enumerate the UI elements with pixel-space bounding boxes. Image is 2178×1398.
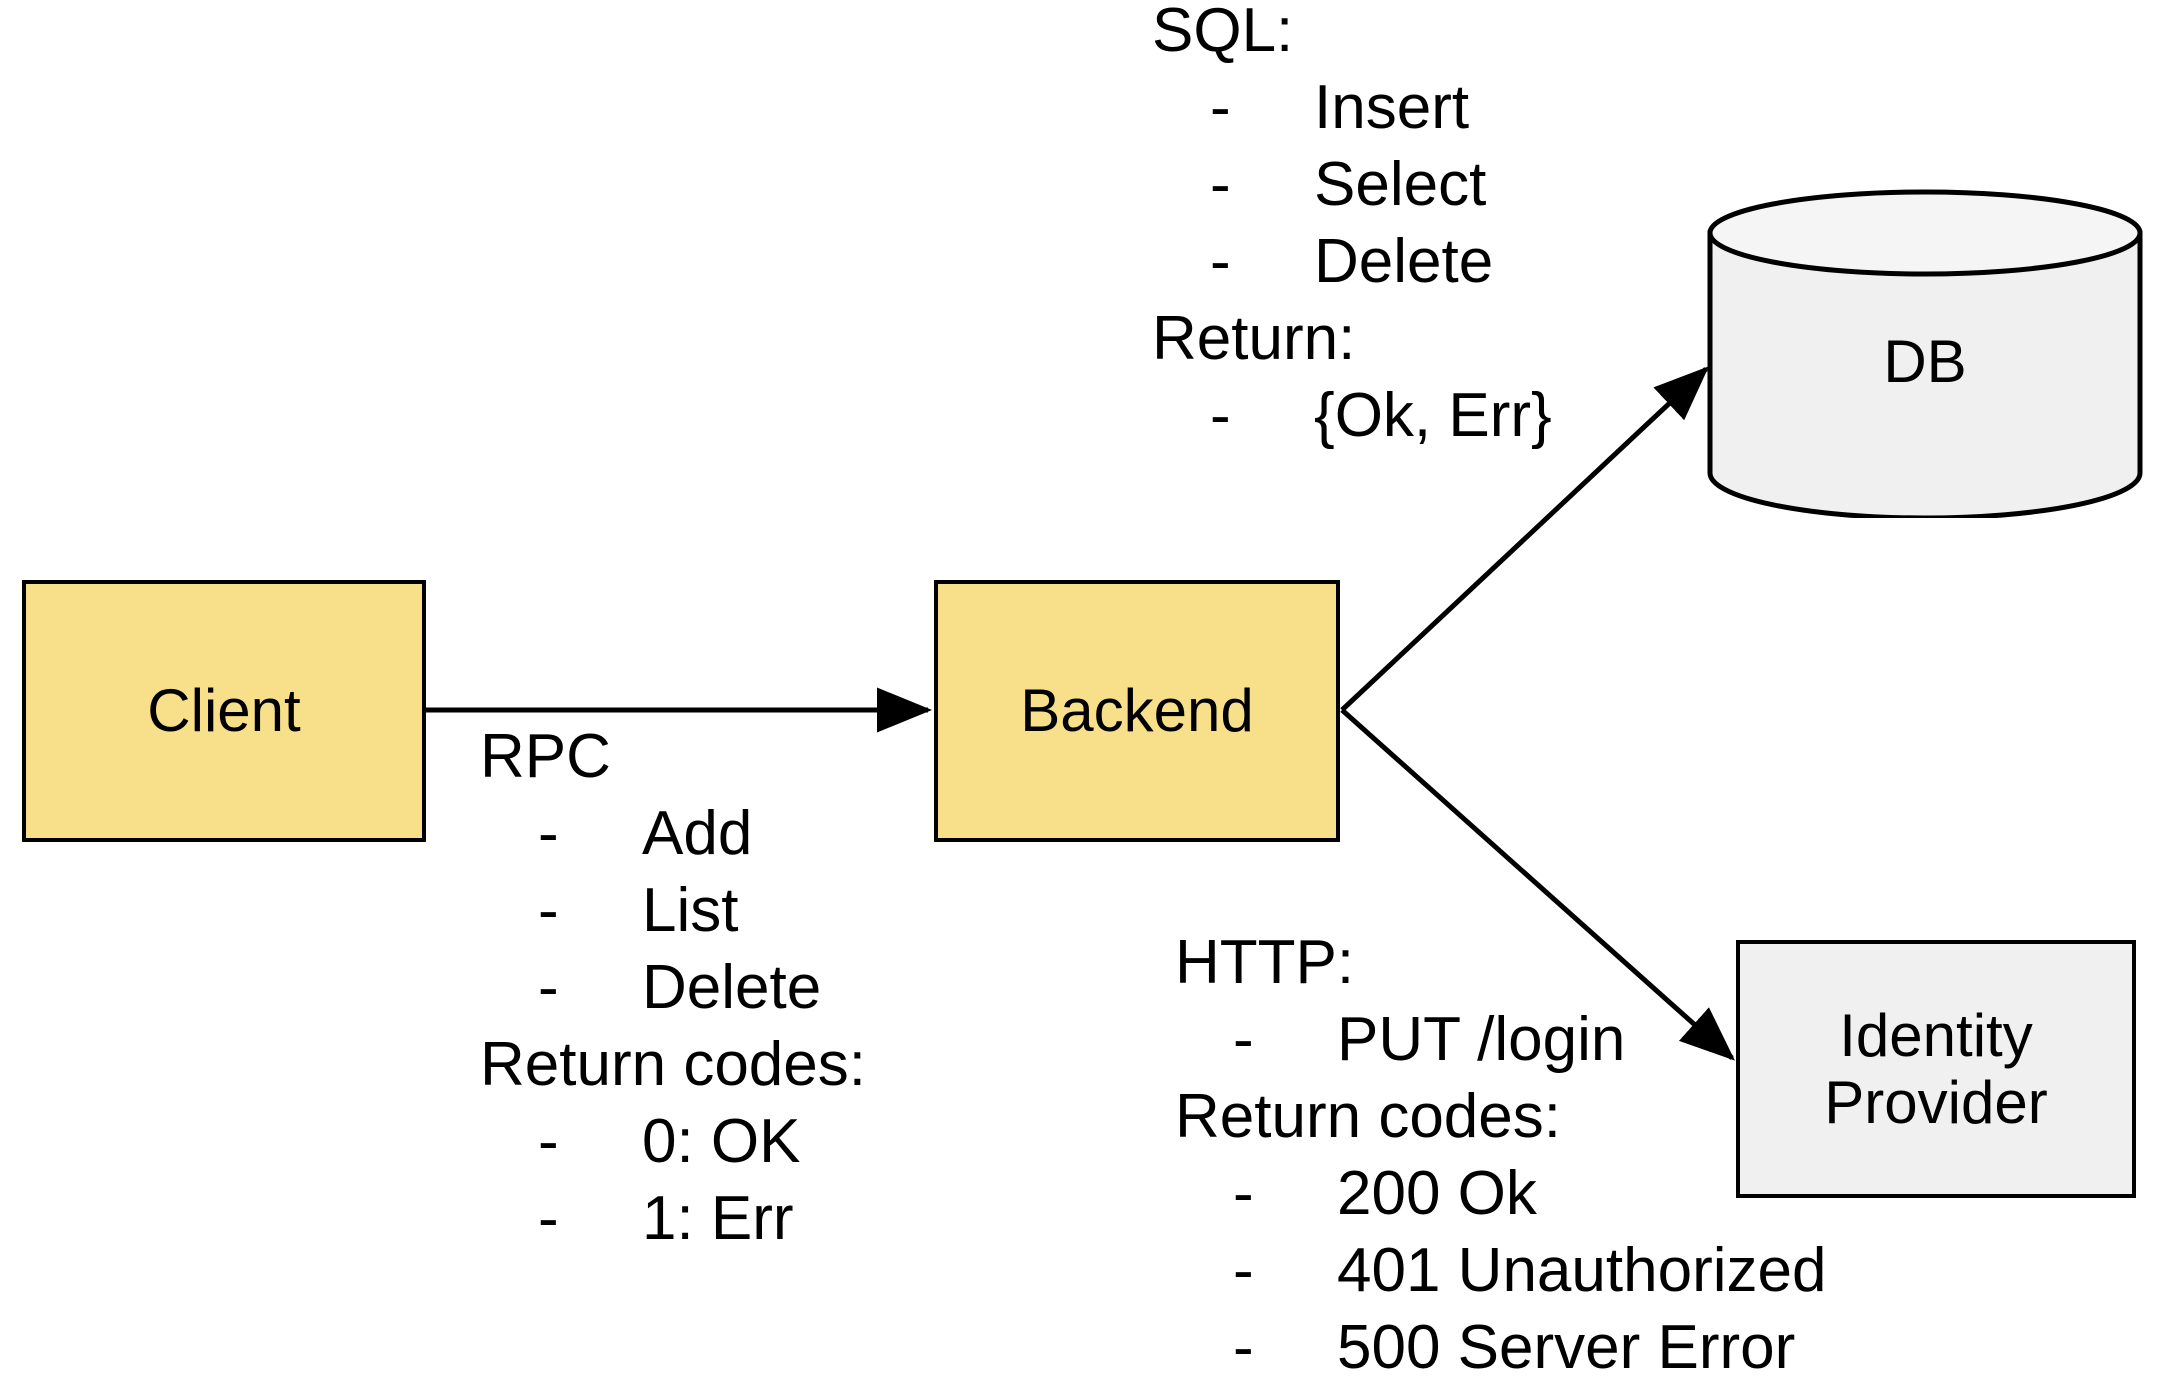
annotation-rpc-subheading: Return codes: bbox=[480, 1030, 866, 1099]
annotation-http: HTTP: -PUT /login Return codes: -200 Ok … bbox=[1175, 924, 1826, 1386]
annotation-rpc-subitem: - 1: Err bbox=[480, 1180, 866, 1257]
annotation-sql-subitem: - {Ok, Err} bbox=[1152, 377, 1552, 454]
annotation-rpc-subitem-text: 0: OK bbox=[642, 1107, 801, 1176]
annotation-http-subitem: - 200 Ok bbox=[1175, 1155, 1826, 1232]
node-identity-provider-label: Identity Provider bbox=[1824, 1001, 2048, 1136]
annotation-sql-item-text: Delete bbox=[1314, 227, 1494, 296]
annotation-http-subitem-text: 401 Unauthorized bbox=[1337, 1236, 1827, 1305]
bullet-dash: - bbox=[1210, 227, 1231, 296]
annotation-rpc-subitem-text: 1: Err bbox=[642, 1184, 794, 1253]
annotation-rpc-heading: RPC bbox=[480, 722, 611, 791]
annotation-sql: SQL: - Insert - Select - Delete Return: - {O… bbox=[1152, 0, 1552, 454]
annotation-rpc-item-text: Add bbox=[642, 799, 753, 868]
annotation-http-subheading: Return codes: bbox=[1175, 1082, 1561, 1151]
bullet-dash: - bbox=[538, 1107, 559, 1176]
bullet-dash: - bbox=[538, 876, 559, 945]
annotation-http-subitem-text: 500 Server Error bbox=[1337, 1313, 1796, 1382]
annotation-sql-item: - Delete bbox=[1152, 223, 1552, 300]
annotation-sql-item: - Select bbox=[1152, 146, 1552, 223]
annotation-sql-item: - Insert bbox=[1152, 69, 1552, 146]
bullet-dash: - bbox=[538, 799, 559, 868]
bullet-dash: - bbox=[538, 1184, 559, 1253]
node-client-label: Client bbox=[147, 677, 301, 745]
annotation-http-heading: HTTP: bbox=[1175, 928, 1355, 997]
node-client[interactable]: Client bbox=[22, 580, 426, 842]
annotation-http-item: - PUT /login bbox=[1175, 1001, 1826, 1078]
annotation-rpc-item: - Add bbox=[480, 795, 866, 872]
annotation-rpc-subitem: - 0: OK bbox=[480, 1103, 866, 1180]
database-cylinder-icon bbox=[1707, 189, 2143, 518]
node-db-label: DB bbox=[1883, 327, 1967, 395]
node-backend-label: Backend bbox=[1020, 677, 1254, 745]
annotation-http-subitem: - 401 Unauthorized bbox=[1175, 1232, 1826, 1309]
node-backend[interactable]: Backend bbox=[934, 580, 1340, 842]
annotation-rpc-item-text: Delete bbox=[642, 953, 822, 1022]
annotation-rpc-item-text: List bbox=[642, 876, 739, 945]
annotation-sql-subitem-text: {Ok, Err} bbox=[1314, 381, 1552, 450]
bullet-dash: - bbox=[1233, 1159, 1254, 1228]
annotation-http-subitem: - 500 Server Error bbox=[1175, 1309, 1826, 1386]
bullet-dash: - bbox=[1233, 1313, 1254, 1382]
bullet-dash: - bbox=[1233, 1236, 1254, 1305]
bullet-dash: - bbox=[1210, 73, 1231, 142]
bullet-dash: - bbox=[1233, 1005, 1254, 1074]
annotation-sql-item-text: Insert bbox=[1314, 73, 1470, 142]
annotation-rpc-item: - List bbox=[480, 872, 866, 949]
bullet-dash: - bbox=[1210, 150, 1231, 219]
annotation-rpc-item: - Delete bbox=[480, 949, 866, 1026]
node-identity-provider[interactable]: Identity Provider bbox=[1736, 940, 2136, 1198]
annotation-http-subitem-text: 200 Ok bbox=[1337, 1159, 1537, 1228]
annotation-http-item-text: PUT /login bbox=[1337, 1005, 1626, 1074]
bullet-dash: - bbox=[1210, 381, 1231, 450]
annotation-sql-item-text: Select bbox=[1314, 150, 1487, 219]
annotation-rpc: RPC - Add - List - Delete Return codes: - 0:… bbox=[480, 718, 866, 1257]
annotation-sql-heading: SQL: bbox=[1152, 0, 1294, 65]
annotation-sql-subheading: Return: bbox=[1152, 304, 1356, 373]
bullet-dash: - bbox=[538, 953, 559, 1022]
node-db[interactable]: DB bbox=[1706, 188, 2144, 518]
